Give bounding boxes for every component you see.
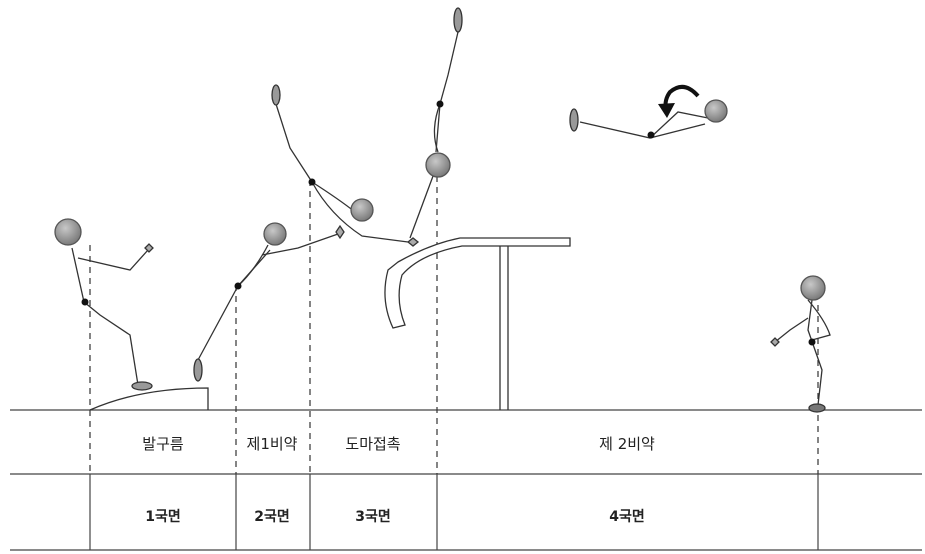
hip-joint-icon: [808, 338, 816, 346]
phase-number-row: 1국면 2국면 3국면 4국면: [145, 508, 645, 525]
gymnast-figure-1: [54, 218, 154, 391]
phase-name-4: 제 2비약: [599, 435, 655, 453]
phase-number-4: 4국면: [609, 508, 645, 525]
gymnast-figure-2: [193, 222, 345, 382]
head-icon: [425, 152, 451, 178]
springboard: [89, 387, 209, 411]
phase-name-1: 발구름: [142, 435, 184, 453]
gymnast-figure-4: [409, 7, 463, 239]
phase-table-grid: [10, 409, 922, 551]
gymnast-figure-3: [271, 84, 420, 247]
phase-name-row: 발구름 제1비약 도마접촉 제 2비약: [142, 435, 655, 453]
head-icon: [800, 275, 826, 301]
hip-joint-icon: [81, 298, 89, 306]
hip-joint-icon: [436, 100, 444, 108]
head-icon: [54, 218, 82, 246]
phase-number-3: 3국면: [355, 508, 391, 525]
gymnast-figure-5: [569, 99, 728, 139]
phase-name-3: 도마접촉: [345, 435, 400, 453]
phase-number-1: 1국면: [145, 508, 181, 525]
curved-arrow-icon: [658, 84, 700, 118]
hip-joint-icon: [308, 178, 316, 186]
head-icon: [263, 222, 287, 246]
vaulting-table: [384, 237, 571, 410]
phase-name-2: 제1비약: [247, 435, 298, 453]
hip-joint-icon: [647, 131, 655, 139]
gymnast-figure-6: [770, 275, 831, 413]
head-icon: [350, 198, 374, 222]
phase-number-2: 2국면: [254, 508, 290, 525]
head-icon: [704, 99, 728, 123]
phase-dashed-lines: [89, 165, 819, 474]
hip-joint-icon: [234, 282, 242, 290]
